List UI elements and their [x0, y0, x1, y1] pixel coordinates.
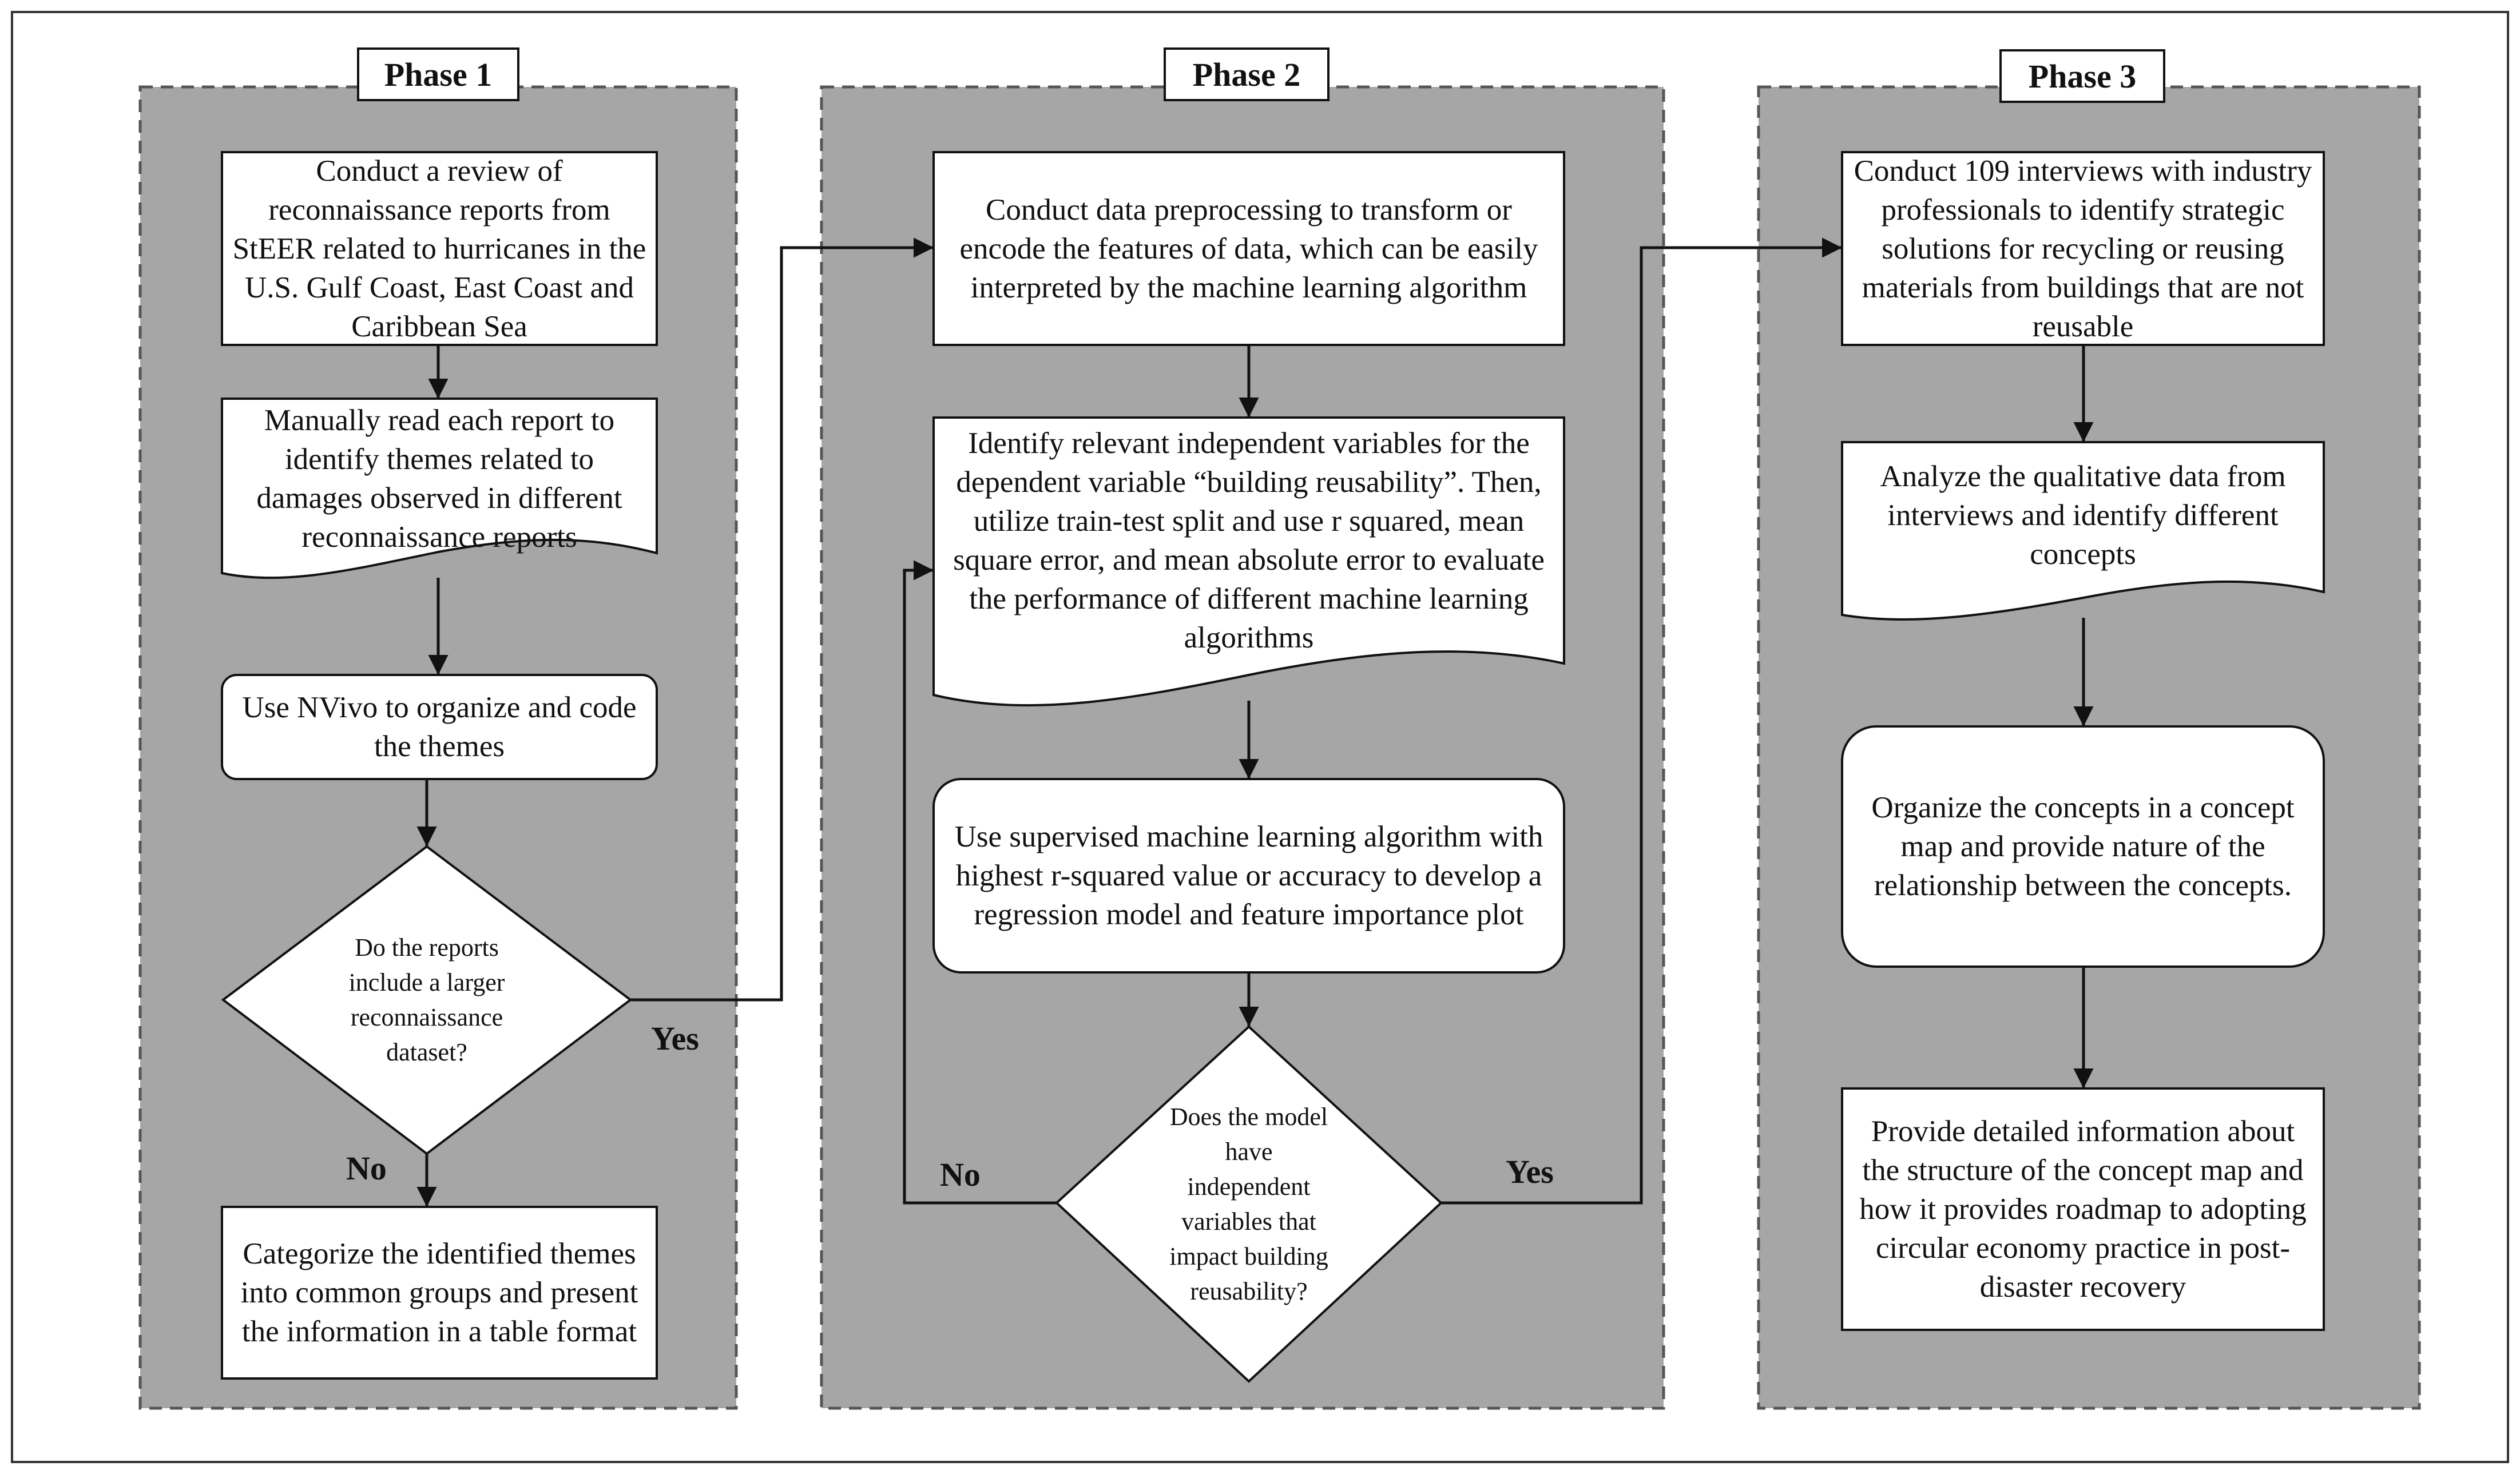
phase-3-step-1: Conduct 109 interviews with industry pro…	[1841, 151, 2325, 346]
connectors	[416, 237, 2094, 1207]
phase-2-no-label: No	[940, 1156, 981, 1193]
phase-1-title: Phase 1	[357, 47, 519, 101]
phase-3-step-3-text: Organize the concepts in a concept map a…	[1871, 791, 2295, 902]
phase-1-decision: Do the reports include a larger reconnai…	[221, 845, 633, 1155]
arrow-p2-no-loop	[903, 560, 1057, 1205]
phase-3-title-text: Phase 3	[2028, 57, 2137, 95]
phase-2-step-3: Use supervised machine learning algorith…	[932, 778, 1565, 974]
phase-3-step-2-text: Analyze the qualitative data from interv…	[1880, 459, 2286, 571]
phase-3-step-4: Provide detailed information about the s…	[1841, 1087, 2325, 1331]
phase-2-decision-text: Does the model have independent variable…	[1169, 1103, 1328, 1305]
phase-1-step-no: Categorize the identified themes into co…	[221, 1206, 658, 1380]
phase-2-step-2-text: Identify relevant independent variables …	[953, 427, 1545, 654]
phase-2-title-text: Phase 2	[1192, 55, 1301, 93]
phase-2-yes-label: Yes	[1506, 1153, 1554, 1190]
arrow-p1-yes-to-p2	[630, 237, 934, 1002]
phase-1-yes-label: Yes	[651, 1020, 699, 1057]
phase-3-step-3: Organize the concepts in a concept map a…	[1841, 725, 2325, 968]
phase-1-step-2: Manually read each report to identify th…	[221, 398, 658, 579]
phase-3-step-1-text: Conduct 109 interviews with industry pro…	[1854, 154, 2312, 343]
phase-2-step-1-text: Conduct data preprocessing to transform …	[959, 193, 1538, 304]
phase-1-step-1-text: Conduct a review of reconnaissance repor…	[232, 154, 646, 343]
phase-3-title: Phase 3	[1999, 49, 2165, 103]
phase-1-title-text: Phase 1	[384, 55, 493, 93]
phase-2-step-3-text: Use supervised machine learning algorith…	[954, 820, 1543, 931]
phase-1-no-label: No	[346, 1150, 387, 1187]
phase-1-step-1: Conduct a review of reconnaissance repor…	[221, 151, 658, 346]
phase-1-step-2-text: Manually read each report to identify th…	[256, 404, 622, 554]
phase-2-decision: Does the model have independent variable…	[1055, 1025, 1443, 1383]
phase-1-step-no-text: Categorize the identified themes into co…	[240, 1237, 638, 1348]
phase-3-step-4-text: Provide detailed information about the s…	[1859, 1115, 2307, 1304]
phase-2-title: Phase 2	[1164, 47, 1330, 101]
phase-2-step-2: Identify relevant independent variables …	[932, 416, 1565, 707]
arrow-p2-yes-to-p3	[1441, 237, 1842, 1205]
phase-1-step-3: Use NVivo to organize and code the theme…	[221, 674, 658, 780]
phase-1-step-3-text: Use NVivo to organize and code the theme…	[242, 691, 637, 763]
phase-2-step-1: Conduct data preprocessing to transform …	[932, 151, 1565, 346]
phase-3-step-2: Analyze the qualitative data from interv…	[1841, 441, 2325, 621]
phase-1-decision-text: Do the reports include a larger reconnai…	[348, 933, 505, 1066]
